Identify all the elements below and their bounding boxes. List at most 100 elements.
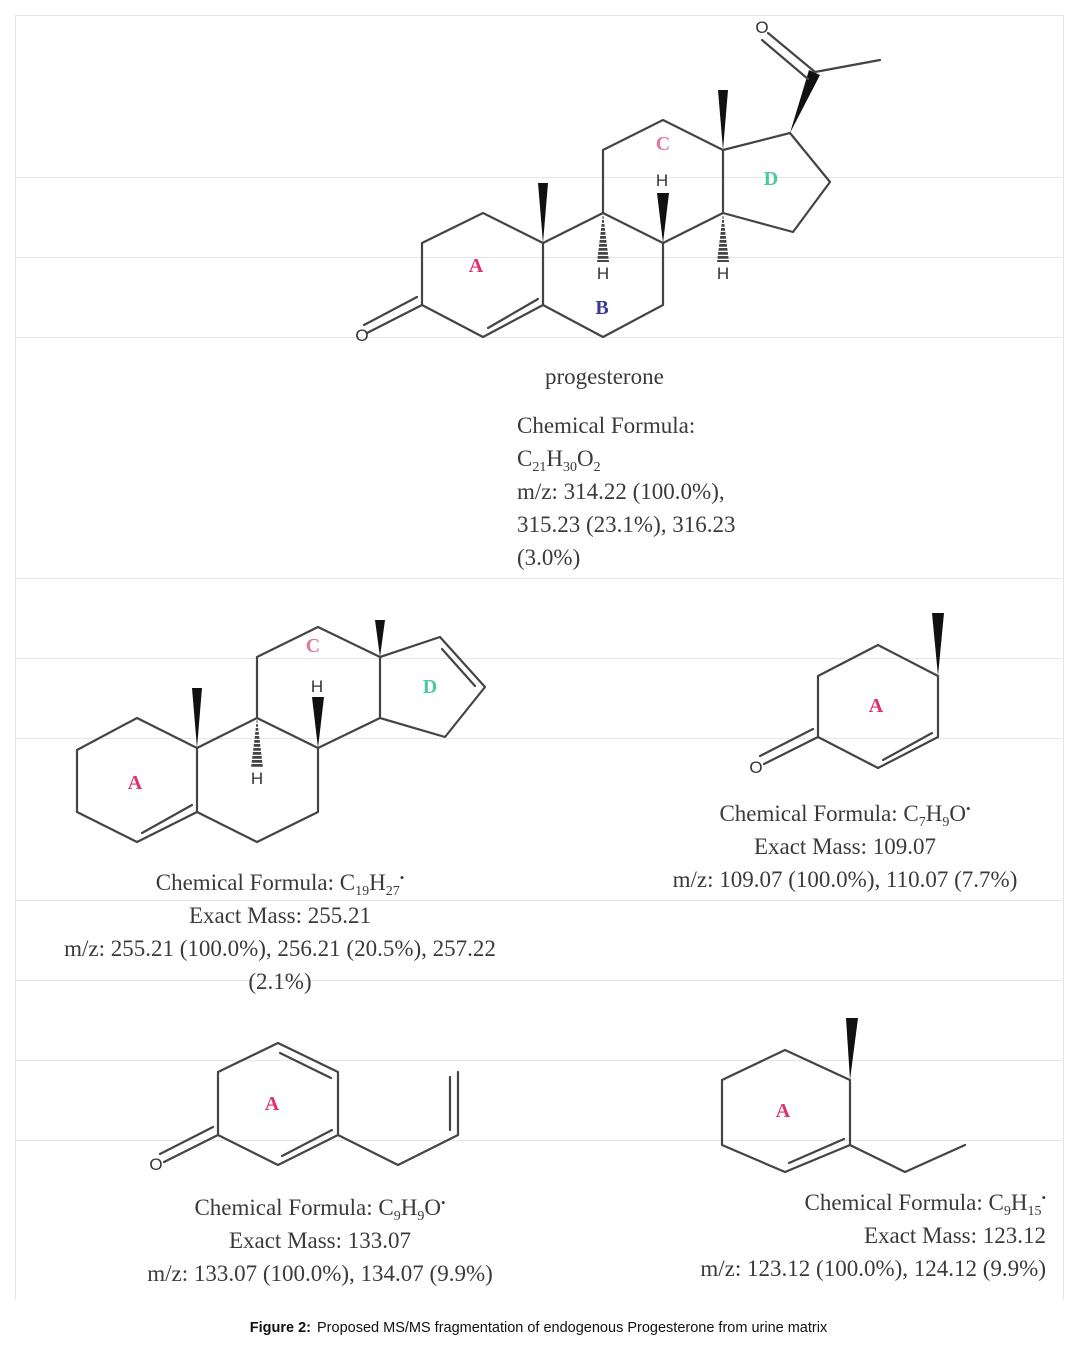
structures-drawing: O O H H H H H O O A B C D A C D A A A [75,18,967,1174]
mz-line: 315.23 (23.1%), 316.23 [517,512,736,537]
formula-subscript: 9 [942,815,950,830]
formula-element: C [517,446,533,471]
formula-subscript: 2 [593,460,601,475]
oxygen-label: O [755,18,768,37]
formula-line: Chemical Formula: C19H27• [0,866,560,899]
formula-subscript: 15 [1027,1204,1042,1219]
ring-label-b: B [595,297,608,319]
methyl-wedge [718,90,728,150]
exact-mass: Exact Mass: 133.07 [228,1228,412,1253]
hydrogen-label: H [656,171,668,190]
hydrogen-label: H [311,677,323,696]
formula-label: Chemical Formula: [517,413,696,438]
formula-element: H [1010,1190,1028,1215]
compound-name: progesterone [545,364,664,389]
h-hash [717,213,729,262]
ring-label-a: A [776,1100,791,1122]
radical-dot: • [966,801,971,816]
ring-label-c: C [306,635,320,657]
ring-label-a: A [128,772,143,794]
fragment-c9h15-info: Chemical Formula: C9H15• Exact Mass: 123… [600,1186,1046,1285]
chemical-formula: C9H15• [988,1190,1046,1219]
h-wedge [657,193,669,243]
ring-label-a: A [469,255,484,277]
background-rule [15,1140,1062,1141]
acetyl-wedge [790,70,820,133]
fragment-c19h27-structure [75,620,487,844]
mz-line: m/z: 255.21 (100.0%), 256.21 (20.5%), 25… [64,936,496,961]
oxygen-label: O [749,758,762,777]
background-rule [15,578,1062,579]
hydrogen-label: H [251,769,263,788]
formula-label: Chemical Formula: [804,1190,989,1215]
mz-line: (2.1%) [248,969,312,994]
mz-line: m/z: 109.07 (100.0%), 110.07 (7.7%) [672,867,1018,892]
formula-element: H [369,870,386,895]
formula-line: Chemical Formula: C9H15• [600,1186,1047,1219]
radical-dot: • [441,1195,446,1210]
exact-mass: Exact Mass: 255.21 [188,903,372,928]
fragment-c9h9o-structure [158,1041,460,1167]
formula-line: Chemical Formula: C7H9O• [620,797,1070,830]
hydrogen-label: H [717,264,729,283]
formula-element: O [424,1195,441,1220]
formula-subscript: 9 [417,1209,425,1224]
mz-line: (3.0%) [517,545,581,570]
ring-label-d: D [764,168,778,190]
mz-line: m/z: 133.07 (100.0%), 134.07 (9.9%) [147,1261,493,1286]
background-rule [15,177,1062,178]
formula-subscript: 27 [385,884,400,899]
caption-label: Figure 2: [249,1320,312,1336]
caption-text: Proposed MS/MS fragmentation of endogeno… [317,1320,828,1336]
formula-element: C [988,1190,1004,1215]
chemical-formula: C21H30O2 [517,442,735,475]
formula-subscript: 9 [1003,1204,1011,1219]
background-rule [15,980,1062,981]
formula-element: O [576,446,594,471]
formula-label: Chemical Formula: [155,870,340,895]
formula-element: C [378,1195,394,1220]
fragment-c7h9o-info: Chemical Formula: C7H9O• Exact Mass: 109… [620,797,1070,896]
h-hash [597,213,609,262]
background-rule [15,337,1062,338]
mz-line: m/z: 314.22 (100.0%), [517,479,725,504]
radical-dot: • [399,870,405,885]
background-rule [15,900,1062,901]
progesterone-structure [362,31,882,339]
chemical-formula: C7H9O• [903,801,971,830]
fragment-c9h9o-info: Chemical Formula: C9H9O• Exact Mass: 133… [90,1191,550,1290]
formula-element: C [903,801,919,826]
chemical-formula: C19H27• [340,870,405,899]
figure-frame [15,15,1064,1299]
fragment-c7h9o-structure [758,613,944,770]
ring-label-c: C [656,133,670,155]
background-rule [15,257,1062,258]
formula-label: Chemical Formula: [719,801,904,826]
formula-subscript: 19 [355,884,370,899]
fragment-c19h27-info: Chemical Formula: C19H27• Exact Mass: 25… [0,866,560,998]
mz-line: m/z: 123.12 (100.0%), 124.12 (9.9%) [700,1256,1046,1281]
formula-subscript: 9 [393,1209,401,1224]
radical-dot: • [1041,1190,1046,1205]
formula-subscript: 7 [918,815,926,830]
fragment-c9h15-structure [720,1018,967,1174]
ring-label-a: A [265,1093,280,1115]
background-rule [15,1060,1062,1061]
oxygen-label: O [149,1155,162,1174]
formula-subscript: 21 [532,460,547,475]
formula-element: H [400,1195,418,1220]
oxygen-label: O [355,326,368,345]
formula-label: Chemical Formula: [194,1195,379,1220]
background-rule [15,658,1062,659]
methyl-wedge [538,183,548,243]
formula-element: H [925,801,943,826]
exact-mass: Exact Mass: 109.07 [753,834,937,859]
formula-line: Chemical Formula: C9H9O• [90,1191,550,1224]
formula-element: O [949,801,966,826]
chemical-formula: C9H9O• [378,1195,446,1224]
background-rule [15,738,1062,739]
figure-caption: Figure 2: Proposed MS/MS fragmentation of… [0,1320,1077,1336]
hydrogen-label: H [597,264,609,283]
formula-subscript: 30 [562,460,577,475]
ring-label-d: D [423,676,437,698]
